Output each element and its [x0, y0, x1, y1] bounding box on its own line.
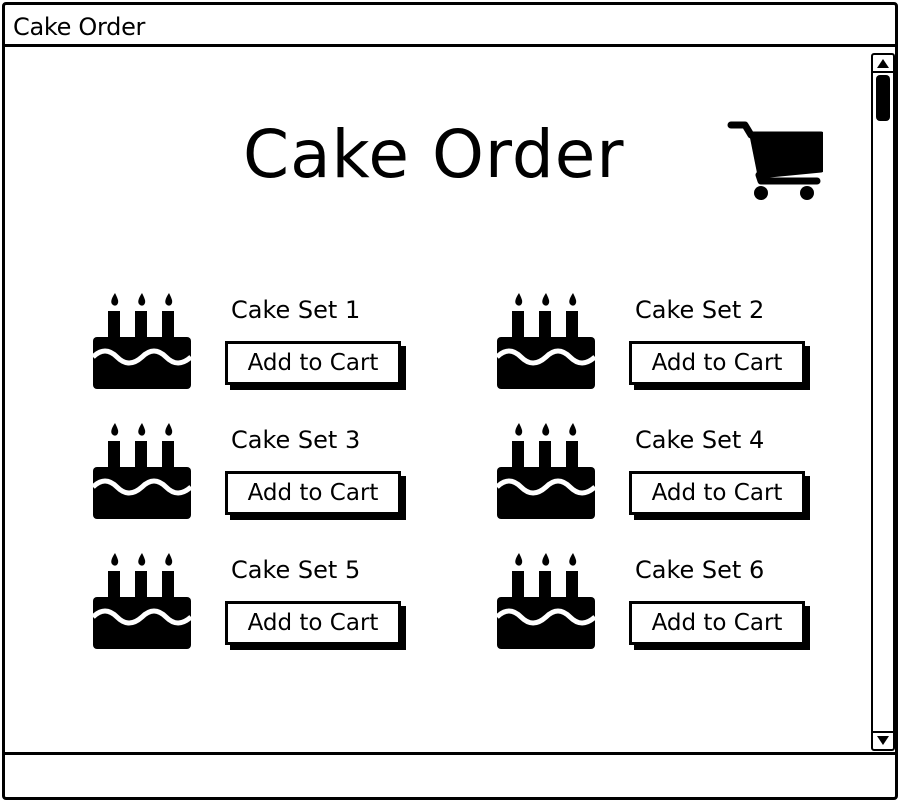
add-to-cart-button[interactable]: Add to Cart: [629, 341, 805, 385]
product-name: Cake Set 2: [635, 296, 765, 324]
product-name: Cake Set 4: [635, 426, 765, 454]
product-name: Cake Set 1: [231, 296, 361, 324]
cake-icon: [93, 421, 191, 519]
cake-icon: [497, 421, 595, 519]
add-to-cart-button[interactable]: Add to Cart: [629, 601, 805, 645]
scroll-down-arrow-icon[interactable]: [877, 736, 889, 745]
title-bar: Cake Order: [5, 5, 895, 47]
product-name: Cake Set 6: [635, 556, 765, 584]
cake-icon: [497, 291, 595, 389]
add-to-cart-button[interactable]: Add to Cart: [225, 601, 401, 645]
cake-icon: [93, 291, 191, 389]
scrollbar-divider: [873, 71, 893, 73]
add-to-cart-button[interactable]: Add to Cart: [225, 341, 401, 385]
scroll-up-arrow-icon[interactable]: [877, 59, 889, 68]
main-content: Cake Order Cake Set 1 Add to Cart Cake S…: [5, 47, 869, 753]
window-title: Cake Order: [13, 13, 146, 41]
page-title: Cake Order: [243, 116, 625, 193]
add-to-cart-button[interactable]: Add to Cart: [225, 471, 401, 515]
status-bar: [5, 752, 895, 797]
add-to-cart-button[interactable]: Add to Cart: [629, 471, 805, 515]
vertical-scrollbar[interactable]: [871, 53, 895, 751]
cake-icon: [93, 551, 191, 649]
scroll-thumb[interactable]: [876, 75, 890, 121]
product-name: Cake Set 5: [231, 556, 361, 584]
shopping-cart-icon[interactable]: [727, 117, 823, 201]
cake-icon: [497, 551, 595, 649]
product-name: Cake Set 3: [231, 426, 361, 454]
scrollbar-divider: [873, 731, 893, 733]
